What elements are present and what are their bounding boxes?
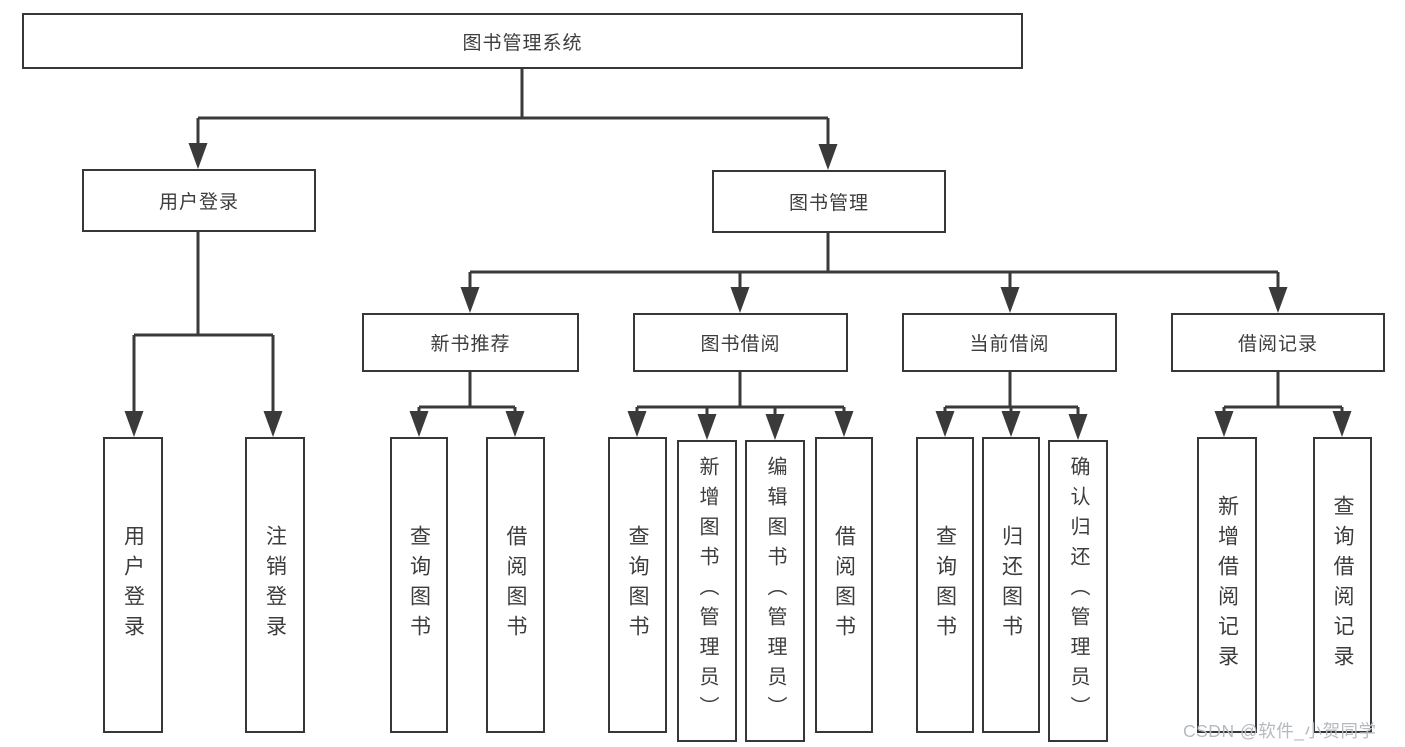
csdn-watermark: CSDN @软件_小贺同学 (1183, 721, 1377, 741)
leaf-confirm-return-admin: 确认归还（管理员） (1048, 440, 1108, 742)
leaf-return-books-label: 归还图书 (999, 525, 1023, 645)
node-book-borrow-label: 图书借阅 (700, 334, 781, 355)
leaf-user-login: 用户登录 (103, 437, 163, 733)
leaf-add-book-admin: 新增图书（管理员） (677, 440, 737, 742)
node-borrow-records: 借阅记录 (1171, 313, 1385, 372)
node-root-label: 图书管理系统 (462, 32, 583, 54)
leaf-logout: 注销登录 (245, 437, 305, 733)
node-borrow-records-label: 借阅记录 (1237, 334, 1318, 355)
leaf-add-borrow-record: 新增借阅记录 (1197, 437, 1257, 733)
leaf-borrow-books: 借阅图书 (815, 437, 873, 733)
leaf-query-books-borrow: 查询图书 (608, 437, 667, 733)
leaf-edit-book-admin-label: 编辑图书（管理员） (764, 456, 786, 726)
leaf-query-books-recommend-label: 查询图书 (407, 525, 431, 645)
leaf-edit-book-admin: 编辑图书（管理员） (745, 440, 805, 742)
leaf-borrow-books-label: 借阅图书 (832, 525, 856, 645)
leaf-query-books-borrow-label: 查询图书 (626, 525, 649, 645)
node-book-borrow: 图书借阅 (633, 313, 848, 372)
node-current-borrow: 当前借阅 (902, 313, 1117, 372)
node-book-management-label: 图书管理 (788, 193, 869, 214)
leaf-return-books: 归还图书 (982, 437, 1040, 733)
leaf-query-books-current-label: 查询图书 (933, 525, 957, 645)
leaf-query-books-recommend: 查询图书 (390, 437, 448, 733)
node-new-book-recommend: 新书推荐 (362, 313, 579, 372)
node-root-library-system: 图书管理系统 (22, 13, 1023, 69)
leaf-borrow-books-recommend: 借阅图书 (486, 437, 545, 733)
leaf-query-borrow-record-label: 查询借阅记录 (1331, 495, 1354, 675)
leaf-add-book-admin-label: 新增图书（管理员） (696, 456, 718, 726)
leaf-query-borrow-record: 查询借阅记录 (1313, 437, 1372, 733)
leaf-query-books-current: 查询图书 (916, 437, 974, 733)
node-user-login: 用户登录 (82, 169, 316, 232)
leaf-confirm-return-admin-label: 确认归还（管理员） (1067, 456, 1089, 726)
node-user-login-label: 用户登录 (158, 192, 239, 213)
leaf-add-borrow-record-label: 新增借阅记录 (1215, 495, 1239, 675)
leaf-borrow-books-recommend-label: 借阅图书 (504, 525, 527, 645)
node-new-book-recommend-label: 新书推荐 (430, 334, 511, 355)
leaf-logout-label: 注销登录 (263, 525, 287, 645)
node-book-management: 图书管理 (712, 170, 946, 233)
leaf-user-login-label: 用户登录 (121, 525, 145, 645)
node-current-borrow-label: 当前借阅 (969, 334, 1050, 355)
